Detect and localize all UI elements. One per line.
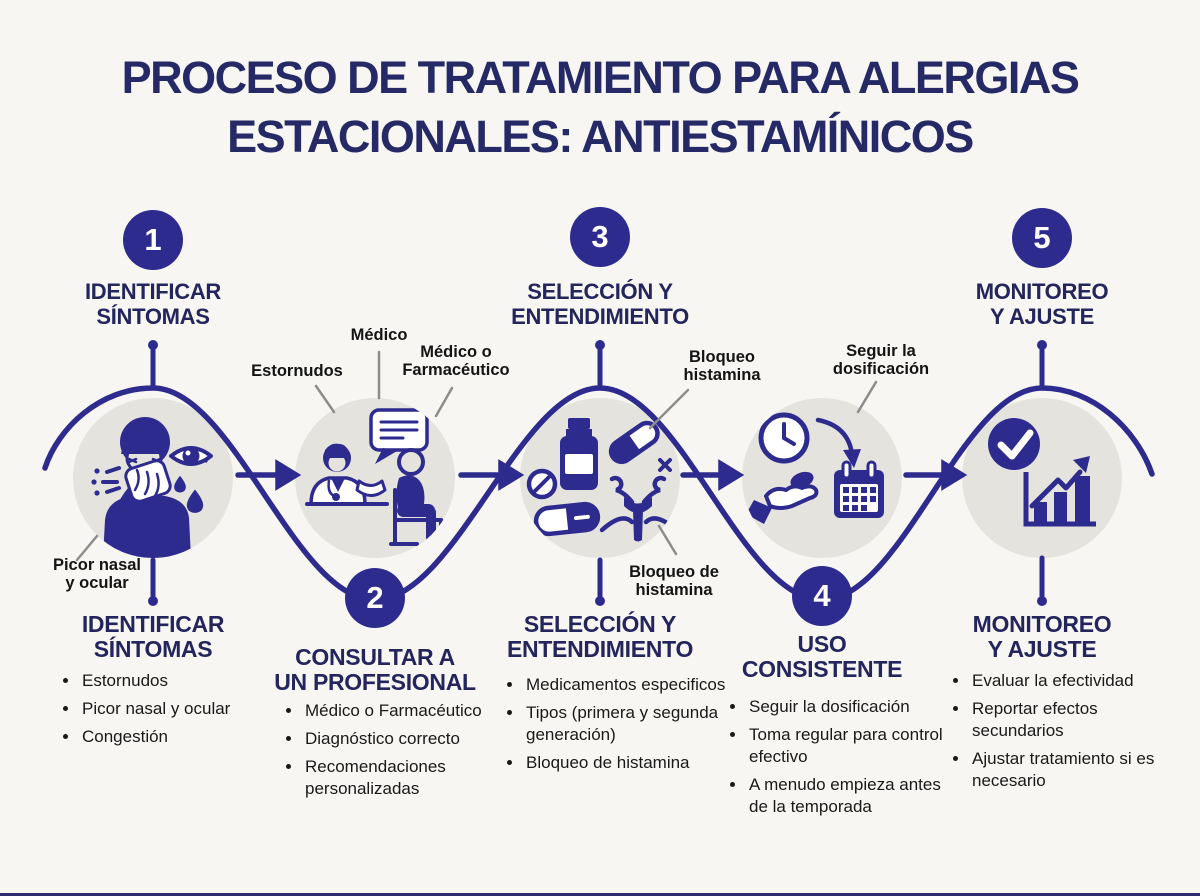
step-3-number: 3 bbox=[591, 219, 609, 254]
bullet-item: Reportar efectos secundarios bbox=[970, 698, 1170, 742]
step-3-badge: 3 bbox=[570, 207, 630, 267]
step-3-icon-circle bbox=[520, 398, 680, 558]
callout-seguir-dosificacion: Seguir la dosificación bbox=[832, 342, 930, 379]
arrow-icon bbox=[718, 459, 745, 491]
page-title: PROCESO DE TRATAMIENTO PARA ALERGIAS EST… bbox=[121, 52, 1080, 163]
callout-medico-farmaceutico: Médico o Farmacéutico bbox=[402, 343, 510, 380]
step-4-bullet-list: Seguir la dosificación Toma regular para… bbox=[727, 696, 947, 824]
step-4-icon-circle bbox=[742, 398, 902, 558]
bullet-item: Picor nasal y ocular bbox=[80, 698, 280, 720]
step-1-bullet-list: Estornudos Picor nasal y ocular Congesti… bbox=[60, 670, 280, 754]
bullet-item: A menudo empieza antes de la temporada bbox=[747, 774, 947, 818]
step-4-number: 4 bbox=[813, 578, 831, 613]
arrow-icon bbox=[498, 459, 525, 491]
bottom-border-line bbox=[0, 893, 1200, 896]
callout-medico: Médico bbox=[350, 326, 408, 344]
step-5-badge: 5 bbox=[1012, 208, 1072, 268]
medications-receptor-icon bbox=[526, 418, 679, 542]
bullet-item: Evaluar la efectividad bbox=[970, 670, 1170, 692]
bullet-item: Medicamentos especificos bbox=[524, 674, 729, 696]
arrow-icon bbox=[275, 459, 302, 491]
bullet-item: Recomendaciones personalizadas bbox=[303, 756, 488, 800]
step-2-badge: 2 bbox=[345, 568, 405, 628]
callout-bloqueo-histamina-top: Bloqueo histamina bbox=[683, 348, 761, 385]
step-5-icon-circle bbox=[962, 398, 1122, 558]
step-5-top-label: MONITOREO Y AJUSTE bbox=[975, 279, 1109, 330]
arrow-icon bbox=[941, 459, 968, 491]
sneezing-person-teary-eye-icon bbox=[91, 417, 213, 558]
bullet-item: Médico o Farmacéutico bbox=[303, 700, 488, 722]
step-2-number: 2 bbox=[366, 580, 384, 615]
step-1-heading: IDENTIFICAR SÍNTOMAS bbox=[81, 611, 225, 663]
step-3-heading: SELECCIÓN Y ENTENDIMIENTO bbox=[506, 611, 694, 663]
step-5-number: 5 bbox=[1033, 220, 1051, 255]
step-4-heading: USO CONSISTENTE bbox=[741, 631, 903, 683]
step-5-heading: MONITOREO Y AJUSTE bbox=[972, 611, 1112, 663]
step-3-top-label: SELECCIÓN Y ENTENDIMIENTO bbox=[511, 279, 689, 330]
step-1-number: 1 bbox=[144, 222, 162, 257]
bullet-item: Ajustar tratamiento si es necesario bbox=[970, 748, 1170, 792]
bullet-item: Toma regular para control efectivo bbox=[747, 724, 947, 768]
callout-picor-nasal: Picor nasal y ocular bbox=[52, 556, 142, 593]
bullet-item: Seguir la dosificación bbox=[747, 696, 947, 718]
bullet-item: Bloqueo de histamina bbox=[524, 752, 729, 774]
step-3-bullet-list: Medicamentos especificos Tipos (primera … bbox=[504, 674, 729, 780]
doctor-patient-consultation-icon bbox=[305, 408, 443, 546]
clock-hand-pill-calendar-icon bbox=[746, 412, 884, 524]
checkmark-growth-chart-icon bbox=[988, 418, 1096, 527]
callout-estornudos: Estornudos bbox=[251, 362, 343, 380]
step-1-badge: 1 bbox=[123, 210, 183, 270]
step-1-top-label: IDENTIFICAR SÍNTOMAS bbox=[84, 279, 222, 330]
bullet-item: Tipos (primera y segunda generación) bbox=[524, 702, 729, 746]
step-5-bullet-list: Evaluar la efectividad Reportar efectos … bbox=[950, 670, 1170, 798]
step-2-bullet-list: Médico o Farmacéutico Diagnóstico correc… bbox=[283, 700, 488, 806]
step-2-icon-circle bbox=[295, 398, 455, 558]
step-2-heading: CONSULTAR A UN PROFESIONAL bbox=[274, 644, 476, 696]
step-1-icon-circle bbox=[73, 398, 233, 558]
bullet-item: Estornudos bbox=[80, 670, 280, 692]
step-4-badge: 4 bbox=[792, 566, 852, 626]
bullet-item: Congestión bbox=[80, 726, 280, 748]
callout-bloqueo-histamina-bottom: Bloqueo de histamina bbox=[629, 563, 719, 600]
bullet-item: Diagnóstico correcto bbox=[303, 728, 488, 750]
